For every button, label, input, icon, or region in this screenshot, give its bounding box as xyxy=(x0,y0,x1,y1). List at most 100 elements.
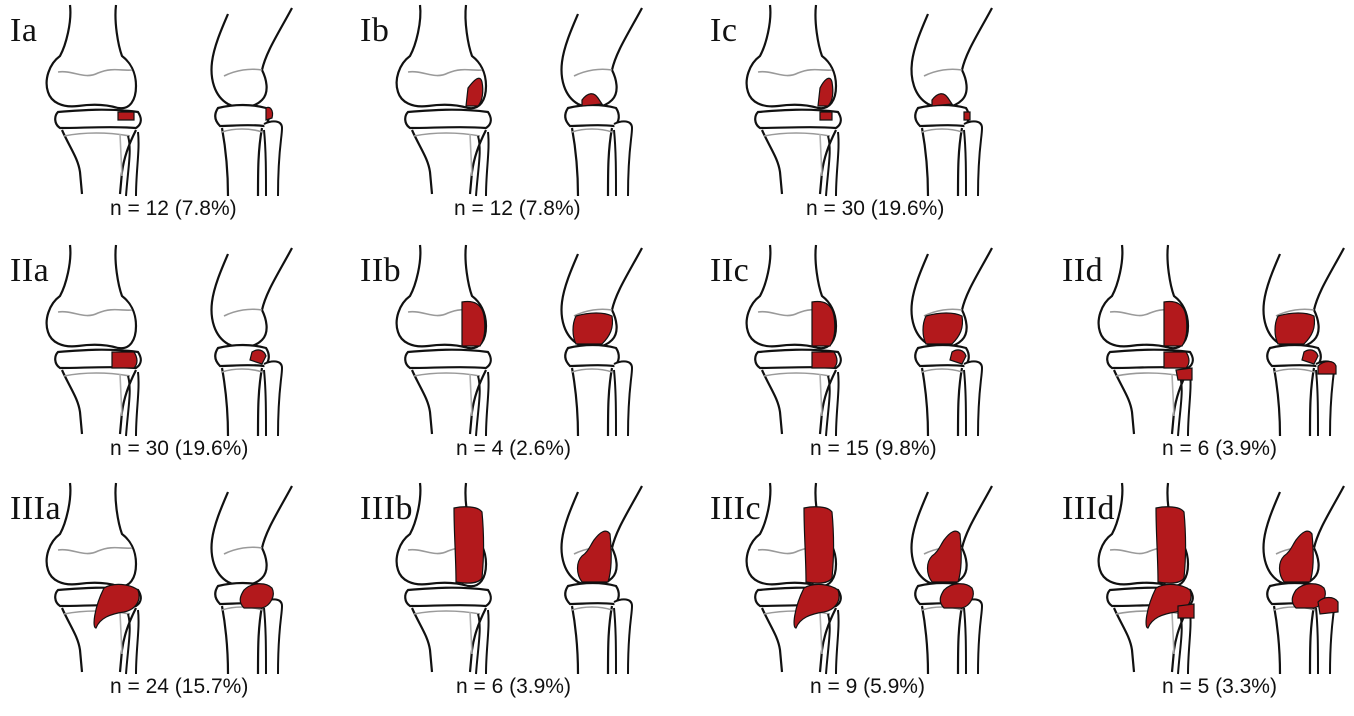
highlight-region xyxy=(923,313,963,344)
count-label: n = 12 (7.8%) xyxy=(454,198,581,219)
lateral-tibia-shaft xyxy=(222,368,262,436)
lateral-tibia-shaft xyxy=(1274,606,1314,674)
front-tibia-shaft xyxy=(412,370,486,434)
count-label: n = 24 (15.7%) xyxy=(110,676,248,697)
count-label: n = 6 (3.9%) xyxy=(1162,438,1277,459)
lateral-tibia-physis xyxy=(572,369,612,372)
front-tibia-shaft xyxy=(62,370,136,434)
lateral-tibia-physis xyxy=(222,369,262,372)
lateral-fibula xyxy=(964,121,982,196)
front-tibia-shaft xyxy=(412,608,486,672)
front-fibula xyxy=(476,372,489,436)
count-label: n = 6 (3.9%) xyxy=(456,676,571,697)
lateral-view-knee xyxy=(212,486,292,674)
highlight-region xyxy=(454,507,484,583)
highlight-region xyxy=(1156,507,1186,583)
front-tibia-shaft xyxy=(762,130,836,194)
lateral-tibia-epiphysis xyxy=(565,105,619,126)
highlight-region xyxy=(462,302,485,346)
lateral-tibia-shaft xyxy=(1274,368,1314,436)
lateral-tibia-shaft xyxy=(222,128,262,196)
panel-iiid: IIId n = 5 (3.3%) xyxy=(1052,478,1354,716)
front-fibula-faint xyxy=(120,134,122,176)
panel-iic: IIc n = 15 (9.8%) xyxy=(700,240,1040,478)
front-fibula-faint xyxy=(820,612,822,654)
front-fibula xyxy=(126,132,139,196)
lateral-fibula xyxy=(964,599,982,674)
lateral-tibia-shaft xyxy=(572,606,612,674)
type-label: IIIb xyxy=(360,492,413,526)
lateral-femur-outline xyxy=(912,8,992,107)
highlight-region xyxy=(1318,598,1338,615)
type-label: Ib xyxy=(360,14,389,48)
panel-ib: Ib n = 12 (7.8%) xyxy=(350,0,690,238)
lateral-tibia-shaft xyxy=(222,606,262,674)
count-label: n = 9 (5.9%) xyxy=(810,676,925,697)
front-fibula xyxy=(476,610,489,674)
count-label: n = 4 (2.6%) xyxy=(456,438,571,459)
type-label: IIId xyxy=(1062,492,1115,526)
type-label: IIb xyxy=(360,254,401,288)
lateral-tibia-physis xyxy=(572,129,612,132)
front-fibula-faint xyxy=(470,374,472,416)
front-fibula xyxy=(126,372,139,436)
highlight-region xyxy=(804,507,834,583)
lateral-tibia-shaft xyxy=(572,128,612,196)
lateral-view-knee xyxy=(212,8,292,196)
lateral-tibia-epiphysis xyxy=(565,345,619,366)
front-fibula-faint xyxy=(120,612,122,654)
panel-iib: IIb n = 4 (2.6%) xyxy=(350,240,690,478)
lateral-tibia-shaft xyxy=(572,368,612,436)
front-fibula xyxy=(126,610,139,674)
lateral-tibia-physis xyxy=(922,369,962,372)
type-label: IIIa xyxy=(10,492,61,526)
front-fibula-faint xyxy=(470,612,472,654)
lateral-tibia-physis xyxy=(1274,369,1314,372)
lateral-fibula xyxy=(264,121,282,196)
front-fibula-faint xyxy=(820,134,822,176)
front-femur-outline xyxy=(47,5,136,108)
front-fibula xyxy=(826,610,839,674)
front-view-knee xyxy=(47,5,141,196)
type-label: IId xyxy=(1062,254,1103,288)
lateral-tibia-epiphysis xyxy=(565,583,619,604)
type-label: IIIc xyxy=(710,492,761,526)
count-label: n = 15 (9.8%) xyxy=(810,438,937,459)
front-tibia-epiphysis xyxy=(405,110,491,128)
lateral-tibia-shaft xyxy=(922,368,962,436)
front-view-knee xyxy=(47,245,141,436)
lateral-view-knee xyxy=(212,248,292,436)
highlight-region xyxy=(1318,362,1336,375)
front-fibula-faint xyxy=(1172,612,1174,654)
lateral-tibia-shaft xyxy=(922,128,962,196)
panel-iia: IIa n = 30 (19.6%) xyxy=(0,240,340,478)
lateral-tibia-epiphysis xyxy=(215,105,269,126)
front-tibia-shaft xyxy=(762,370,836,434)
panel-ia: Ia n = 12 (7.8%) xyxy=(0,0,340,238)
front-tibia-epiphysis xyxy=(405,588,491,606)
panel-ic: Ic n = 30 (19.6%) xyxy=(700,0,1040,238)
type-label: IIa xyxy=(10,254,49,288)
lateral-tibia-physis xyxy=(222,129,262,132)
highlight-region xyxy=(820,112,832,120)
lateral-fibula xyxy=(614,599,632,674)
highlight-region xyxy=(812,302,835,346)
front-fibula-faint xyxy=(470,134,472,176)
highlight-region xyxy=(112,352,137,368)
lateral-tibia-epiphysis xyxy=(915,105,969,126)
front-femur-outline xyxy=(47,245,136,348)
count-label: n = 5 (3.3%) xyxy=(1162,676,1277,697)
highlight-region xyxy=(812,352,837,368)
highlight-region xyxy=(1275,313,1315,344)
highlight-region xyxy=(1178,604,1194,618)
highlight-region xyxy=(1164,352,1189,368)
lateral-tibia-physis xyxy=(922,129,962,132)
count-label: n = 12 (7.8%) xyxy=(110,198,237,219)
lateral-femur-outline xyxy=(212,248,292,347)
front-fibula xyxy=(476,132,489,196)
count-label: n = 30 (19.6%) xyxy=(110,438,248,459)
lateral-fibula xyxy=(264,599,282,674)
front-fibula xyxy=(826,372,839,436)
front-tibia-shaft xyxy=(1114,370,1188,434)
